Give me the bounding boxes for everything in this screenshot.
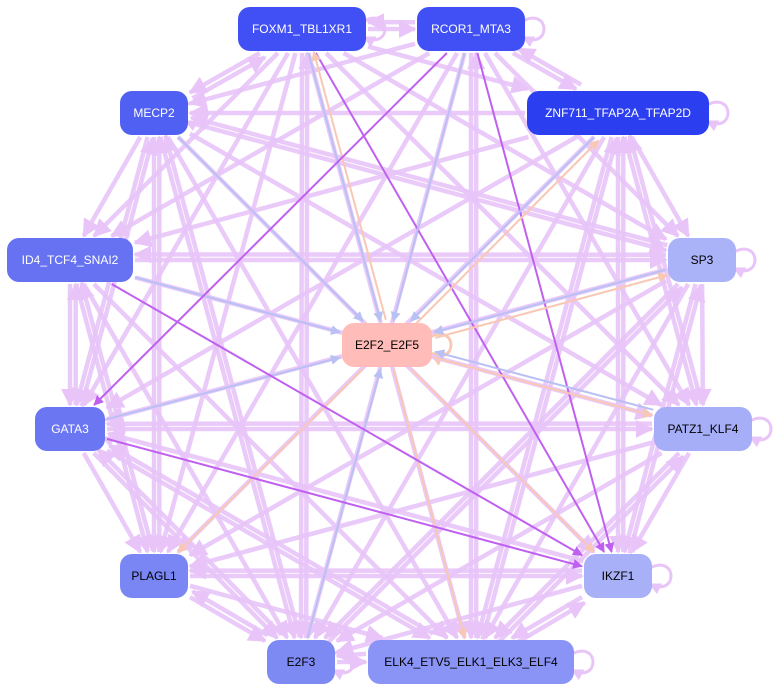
edge-e2f2-e2f5-to-ikzf1 [410,368,595,553]
edge-e2f2-e2f5-to-foxm1-tbl1xr1 [311,50,387,320]
self-loop-rcor1-mta3 [521,16,546,48]
edge-elk4-etv5-elk1-elk3-elf4-to-ikzf1 [516,600,587,645]
node-label: ELK4_ETV5_ELK1_ELK3_ELF4 [384,655,558,669]
edge-plagl1-to-elk4-etv5-elk1-elk3-elf4 [189,583,385,643]
edge-foxm1-tbl1xr1-to-e2f2-e2f5 [307,52,383,322]
node-box[interactable] [668,238,736,282]
node-box[interactable] [527,91,709,135]
node-label: RCOR1_MTA3 [431,22,511,36]
self-loop-ikzf1 [648,563,673,595]
node-box[interactable] [120,91,188,135]
self-loop-znf711-tfap2a-tfap2d [705,100,730,132]
edge-sp3-to-patz1-klf4 [693,283,712,407]
node-id4-tcf4-snai2[interactable]: ID4_TCF4_SNAI2 [7,238,133,282]
node-label: PATZ1_KLF4 [668,422,739,436]
edge-gata3-to-ikzf1 [106,437,583,569]
edge-znf711-tfap2a-tfap2d-to-id4-tcf4-snai2 [133,134,530,248]
node-label: FOXM1_TBL1XR1 [252,22,352,36]
edge-e2f3-to-plagl1 [190,589,269,638]
node-e2f3[interactable]: E2F3 [267,640,335,684]
node-box[interactable] [238,7,366,51]
node-rcor1-mta3[interactable]: RCOR1_MTA3 [417,7,525,51]
node-box[interactable] [342,323,432,367]
edge-patz1-klf4-to-e2f2-e2f5 [434,349,654,411]
self-loop-patz1-klf4 [748,416,773,448]
edge-e2f2-e2f5-to-plagl1 [177,368,364,553]
edge-sp3-to-e2f2-e2f5 [433,268,667,335]
edge-id4-tcf4-snai2-to-ikzf1 [111,283,583,557]
edge-sp3-to-mecp2 [189,113,668,248]
node-label: ID4_TCF4_SNAI2 [22,253,119,267]
edge-znf711-tfap2a-tfap2d-to-rcor1-mta3 [516,46,583,87]
edge-e2f3-to-foxm1-tbl1xr1 [298,51,317,639]
node-label: GATA3 [51,422,89,436]
node-label: ZNF711_TFAP2A_TFAP2D [545,106,691,120]
edge-mecp2-to-sp3 [189,120,668,255]
edge-e2f2-e2f5-to-patz1-klf4 [433,356,653,418]
edge-elk4-etv5-elk1-elk3-elf4-to-e2f3 [335,645,367,664]
node-box[interactable] [35,407,105,451]
node-gata3[interactable]: GATA3 [35,407,105,451]
node-box[interactable] [267,640,335,684]
self-loop-sp3 [732,247,757,279]
edge-rcor1-mta3-to-e2f2-e2f5 [390,52,466,322]
edge-znf711-tfap2a-tfap2d-to-e2f3 [312,135,607,640]
node-mecp2[interactable]: MECP2 [120,91,188,135]
node-box[interactable] [7,238,133,282]
edge-foxm1-tbl1xr1-to-sp3 [342,51,668,242]
node-plagl1[interactable]: PLAGL1 [120,554,188,598]
node-box[interactable] [417,7,525,51]
node-e2f2-e2f5[interactable]: E2F2_E2F5 [342,323,432,367]
node-box[interactable] [368,640,574,684]
node-label: IKZF1 [602,569,635,583]
edge-rcor1-mta3-to-mecp2 [188,41,416,109]
edge-e2f2-e2f5-to-sp3 [435,272,669,339]
edge-mecp2-to-foxm1-tbl1xr1 [191,55,267,101]
edge-e2f2-e2f5-to-elk4-etv5-elk1-elk3-elf4 [392,368,468,639]
node-box[interactable] [120,554,188,598]
node-label: E2F3 [287,655,316,669]
edge-znf711-tfap2a-tfap2d-to-gata3 [105,135,578,410]
node-box[interactable] [654,407,752,451]
edge-mecp2-to-patz1-klf4 [188,131,663,407]
node-label: MECP2 [133,106,175,120]
edge-patz1-klf4-to-plagl1 [188,440,653,571]
edge-gata3-to-plagl1 [81,451,143,554]
node-znf711-tfap2a-tfap2d[interactable]: ZNF711_TFAP2A_TFAP2D [527,91,709,135]
self-loop-elk4-etv5-elk1-elk3-elf4 [570,649,595,681]
edges-colored [93,50,669,639]
edge-id4-tcf4-snai2-to-e2f3 [81,282,290,640]
edge-foxm1-tbl1xr1-to-e2f3 [292,52,311,640]
node-elk4-etv5-elk1-elk3-elf4[interactable]: ELK4_ETV5_ELK1_ELK3_ELF4 [368,640,574,684]
edge-mecp2-to-id4-tcf4-snai2 [81,135,143,238]
node-foxm1-tbl1xr1[interactable]: FOXM1_TBL1XR1 [238,7,366,51]
node-sp3[interactable]: SP3 [668,238,736,282]
node-label: E2F2_E2F5 [355,338,419,352]
edge-e2f3-to-gata3 [96,447,284,637]
edge-sp3-to-e2f3 [323,282,680,640]
edge-id4-tcf4-snai2-to-e2f2-e2f5 [134,276,341,335]
node-ikzf1[interactable]: IKZF1 [584,554,652,598]
node-patz1-klf4[interactable]: PATZ1_KLF4 [654,407,752,451]
node-box[interactable] [584,554,652,598]
edge-znf711-tfap2a-tfap2d-to-e2f2-e2f5 [410,136,595,322]
node-label: SP3 [691,253,714,267]
nodes: FOXM1_TBL1XR1 RCOR1_MTA3ZNF711_TFAP2A_TFA… [7,7,752,684]
edge-sp3-to-plagl1 [188,278,668,558]
edge-rcor1-mta3-to-gata3 [93,52,448,406]
node-label: PLAGL1 [131,569,177,583]
edge-gata3-to-e2f2-e2f5 [106,354,341,421]
edge-e2f2-e2f5-to-znf711-tfap2a-tfap2d [414,139,600,326]
